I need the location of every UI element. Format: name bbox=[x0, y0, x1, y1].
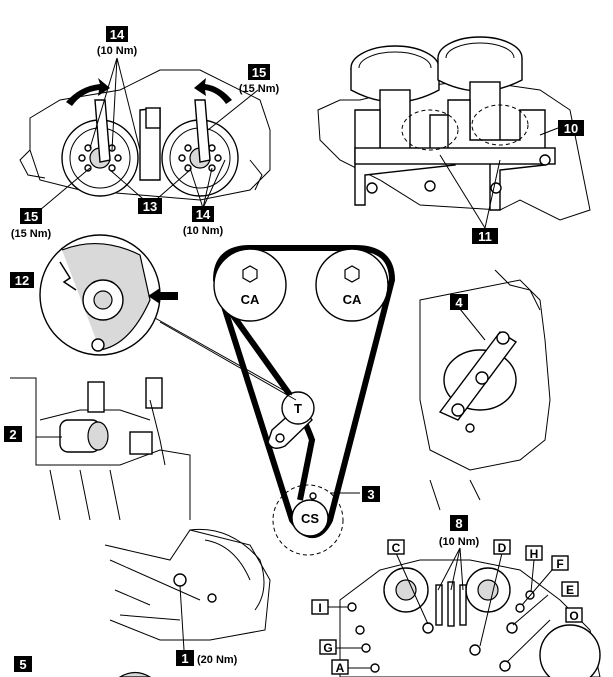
arrow-rotation-icon bbox=[194, 78, 232, 104]
svg-text:(10 Nm): (10 Nm) bbox=[439, 536, 480, 548]
svg-text:4: 4 bbox=[455, 295, 463, 310]
svg-text:(20 Nm): (20 Nm) bbox=[197, 654, 238, 666]
svg-text:H: H bbox=[530, 547, 539, 561]
svg-text:D: D bbox=[498, 541, 507, 555]
panel-engine-mount: 1 (20 Nm) bbox=[104, 528, 271, 666]
callout-14-bottom: 14 (10 Nm) bbox=[183, 206, 224, 237]
svg-text:O: O bbox=[569, 609, 578, 623]
callout-3: 3 bbox=[362, 486, 380, 502]
svg-text:I: I bbox=[318, 601, 321, 615]
bolt-label-a: A bbox=[331, 659, 349, 675]
svg-text:15: 15 bbox=[24, 209, 38, 224]
svg-text:5: 5 bbox=[19, 657, 26, 672]
svg-text:CA: CA bbox=[343, 292, 362, 307]
panel-belt-routing: CA CA T CS 3 bbox=[213, 245, 395, 556]
bolt-label-c: C bbox=[387, 539, 405, 555]
svg-text:T: T bbox=[294, 401, 302, 416]
pulley-ca-right: CA bbox=[315, 248, 389, 322]
svg-text:10: 10 bbox=[564, 121, 578, 136]
svg-text:F: F bbox=[556, 557, 563, 571]
svg-text:13: 13 bbox=[143, 199, 157, 214]
callout-11: 11 bbox=[472, 228, 498, 244]
svg-text:8: 8 bbox=[455, 516, 462, 531]
svg-text:15: 15 bbox=[252, 65, 266, 80]
callout-4: 4 bbox=[450, 294, 468, 310]
svg-text:1: 1 bbox=[181, 651, 188, 666]
svg-text:3: 3 bbox=[367, 487, 374, 502]
bolt-label-g: G bbox=[319, 639, 337, 655]
arrow-push-icon bbox=[148, 288, 178, 304]
callout-15-left: 15 (15 Nm) bbox=[11, 208, 52, 240]
svg-text:14: 14 bbox=[196, 207, 211, 222]
svg-text:C: C bbox=[392, 541, 401, 555]
svg-text:11: 11 bbox=[478, 229, 492, 244]
svg-text:(15 Nm): (15 Nm) bbox=[11, 228, 52, 240]
bolt-label-f: F bbox=[551, 555, 569, 571]
callout-14-top: 14 (10 Nm) bbox=[97, 26, 138, 57]
callout-15-right: 15 (15 Nm) bbox=[239, 64, 280, 95]
panel-tensioner-detail: 12 bbox=[10, 234, 297, 401]
svg-text:A: A bbox=[336, 661, 345, 675]
callout-5: 5 bbox=[14, 656, 32, 672]
bolt-label-i: I bbox=[311, 599, 329, 615]
pulley-crankshaft: CS bbox=[272, 484, 344, 556]
svg-text:G: G bbox=[323, 641, 332, 655]
bolt-label-d: D bbox=[493, 539, 511, 555]
svg-text:14: 14 bbox=[110, 27, 125, 42]
callout-1: 1 (20 Nm) bbox=[176, 650, 238, 666]
pulley-tensioner: T bbox=[267, 391, 315, 449]
panel-tensioner-pin: 2 bbox=[4, 377, 191, 521]
bolt-label-e: E bbox=[561, 581, 579, 597]
callout-8: 8 (10 Nm) bbox=[439, 515, 480, 548]
svg-text:(15 Nm): (15 Nm) bbox=[239, 83, 280, 95]
svg-text:2: 2 bbox=[9, 427, 16, 442]
arrow-rotation-icon bbox=[66, 78, 110, 106]
panel-cover-bolts: C D H F E O I G A 8 (10 Nm) bbox=[311, 515, 601, 677]
panel-camshaft-lock: 10 11 bbox=[317, 36, 591, 244]
bolt-label-o: O bbox=[565, 607, 583, 623]
callout-10: 10 bbox=[558, 120, 584, 136]
svg-text:(10 Nm): (10 Nm) bbox=[97, 45, 138, 57]
svg-text:(10 Nm): (10 Nm) bbox=[183, 225, 224, 237]
callout-12: 12 bbox=[10, 272, 34, 288]
svg-text:CA: CA bbox=[241, 292, 260, 307]
svg-text:CS: CS bbox=[301, 511, 319, 526]
bolt-label-h: H bbox=[525, 545, 543, 561]
panel-step-5: 5 bbox=[14, 656, 152, 677]
svg-text:12: 12 bbox=[15, 273, 29, 288]
pulley-ca-left: CA bbox=[213, 248, 287, 322]
callout-13: 13 bbox=[138, 198, 162, 214]
svg-text:E: E bbox=[566, 583, 574, 597]
callout-2: 2 bbox=[4, 426, 22, 442]
panel-camshaft-pulleys: 14 (10 Nm) 15 (15 Nm) 15 (15 Nm) 13 14 (… bbox=[11, 26, 280, 240]
panel-crank-lock: 4 bbox=[419, 269, 551, 511]
